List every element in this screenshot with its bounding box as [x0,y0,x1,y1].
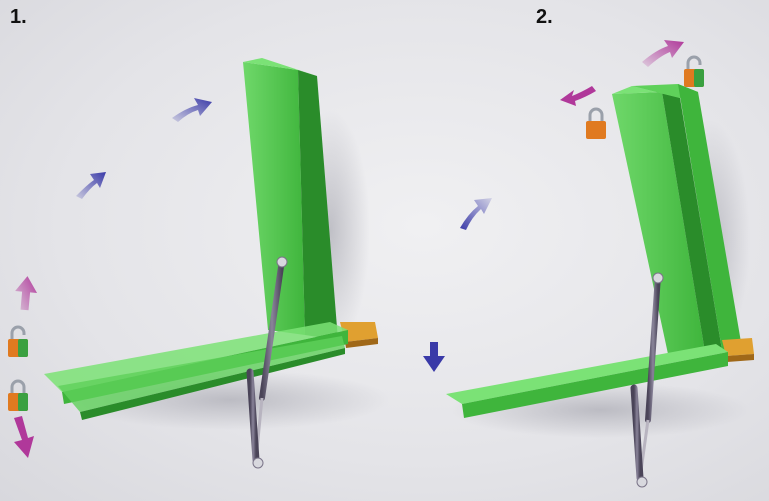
magenta-arrow-down-icon [14,416,34,458]
padlock-closed-icon [8,379,28,411]
magenta-arrow-rotate-icon [642,40,684,67]
padlock-open-icon-2 [684,55,704,87]
step-1-illustration [8,58,390,469]
gas-struts [246,256,288,469]
folded-upright-boards [612,84,742,354]
padlock-closed-icon-2 [586,107,606,139]
lower-board [446,344,728,418]
magenta-arrow-up-icon [15,276,38,311]
step-2-label: 2. [536,6,553,28]
hinge-block-2 [722,338,754,362]
blue-arrow-up-left-icon [76,172,106,199]
blue-arrow-down-left-icon [460,198,492,230]
padlock-open-icon [8,325,28,357]
blue-arrow-upright-icon [172,98,212,122]
magenta-arrow-left-icon [560,86,596,106]
upright-board [243,58,338,340]
hinge-block [340,322,378,348]
step-1-label: 1. [10,6,27,28]
gas-struts-2 [630,272,664,488]
step-2-illustration [423,40,754,488]
blue-arrow-down-icon [423,342,445,372]
